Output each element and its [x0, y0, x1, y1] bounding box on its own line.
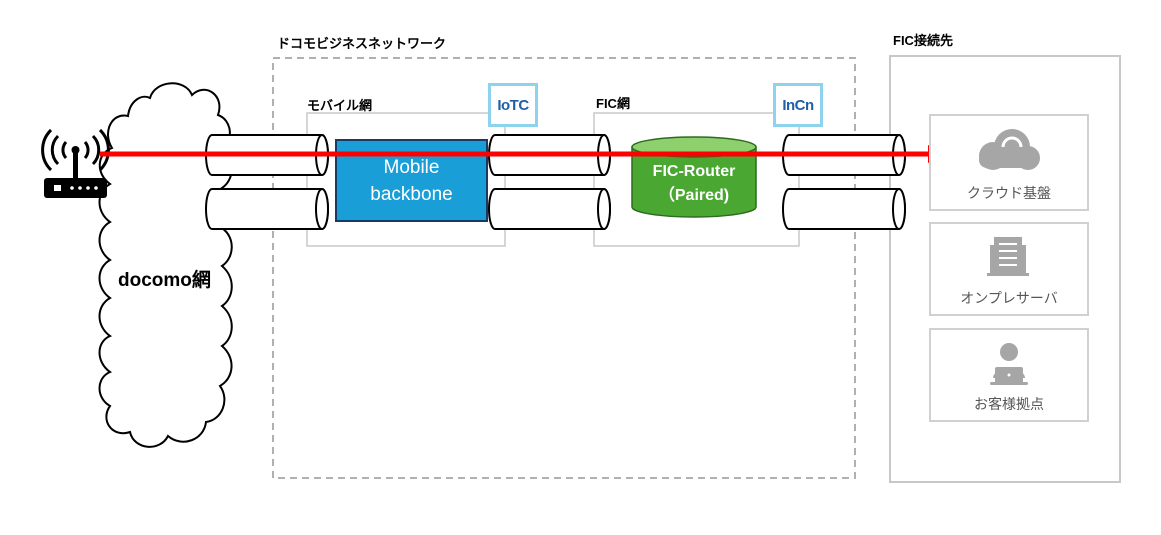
customer-site-label: お客様拠点 [974, 396, 1044, 412]
mobile-network-title: モバイル網 [307, 98, 373, 113]
incn-badge-text: InCn [782, 96, 814, 114]
business-network-boundary [272, 57, 856, 479]
tunnel-pipe-end [892, 188, 906, 230]
fic-router-label: FIC-Router （Paired) [632, 160, 756, 208]
tunnel-pipe [488, 188, 611, 230]
mobile-backbone-line-2: backbone [370, 184, 453, 205]
tunnel-pipe [205, 188, 329, 230]
incn-badge: InCn [773, 83, 823, 127]
tunnel-pipe [782, 188, 906, 230]
mobile-backbone-line-1: Mobile [383, 157, 440, 178]
wireless-router-icon [41, 128, 110, 198]
person-laptop-icon [990, 343, 1028, 385]
cloud-icon [979, 129, 1040, 170]
fic-destination-title: FIC接続先 [893, 33, 953, 48]
cloud-platform-label: クラウド基盤 [967, 185, 1051, 201]
tunnel-pipe-end [315, 188, 329, 230]
fic-network-title: FIC網 [596, 96, 630, 111]
onprem-server-label: オンプレサーバ [960, 290, 1058, 306]
tunnel-pipe-end [597, 188, 611, 230]
mobile-backbone-label: Mobile backbone [336, 154, 487, 208]
iotc-badge: IoTC [488, 83, 538, 127]
iotc-badge-text: IoTC [497, 96, 529, 114]
docomo-network-label: docomo網 [118, 270, 211, 291]
server-building-icon [987, 237, 1029, 276]
fic-router-line-1: FIC-Router [652, 163, 736, 180]
business-network-title: ドコモビジネスネットワーク [277, 36, 447, 51]
fic-router-line-2: （Paired) [658, 187, 730, 204]
